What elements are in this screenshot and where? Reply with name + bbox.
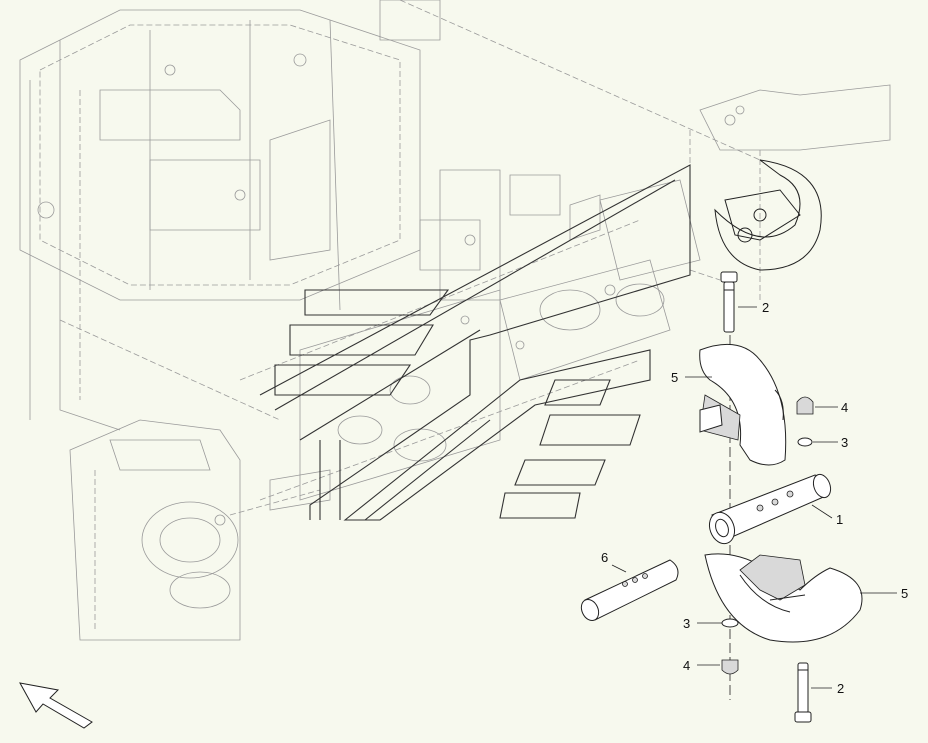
callout-part-2-bottom: 2 [837,681,844,696]
callout-part-5-upper: 5 [671,370,678,385]
sleeve-tube [708,473,832,545]
locking-pin [580,559,679,622]
callout-part-1: 1 [836,512,843,527]
washer-right [797,437,813,447]
cap-nut-right [796,396,814,415]
callout-part-5-lower: 5 [901,586,908,601]
cap-nut-left [721,659,739,675]
callout-part-2-top: 2 [762,300,769,315]
half-clamp-lower [704,553,863,643]
upper-bracket-context [689,84,891,300]
section-view-outline [259,164,691,521]
upper-clamp-ring [714,159,822,271]
leader-lines [611,306,897,689]
washer-left [721,618,739,628]
callout-part-4-right: 4 [841,400,848,415]
callout-part-3-right: 3 [841,435,848,450]
machine-frame-context [19,0,761,641]
callout-part-3-left: 3 [683,616,690,631]
callout-part-4-left: 4 [683,658,690,673]
bolt-top [720,271,738,333]
bolt-bottom [794,662,812,723]
direction-arrow-icon [19,682,93,729]
callout-part-6: 6 [601,550,608,565]
half-clamp-upper [699,343,787,466]
exploded-parts [580,271,863,723]
callout-labels: 2 5 4 3 1 6 5 3 4 2 [601,300,908,696]
